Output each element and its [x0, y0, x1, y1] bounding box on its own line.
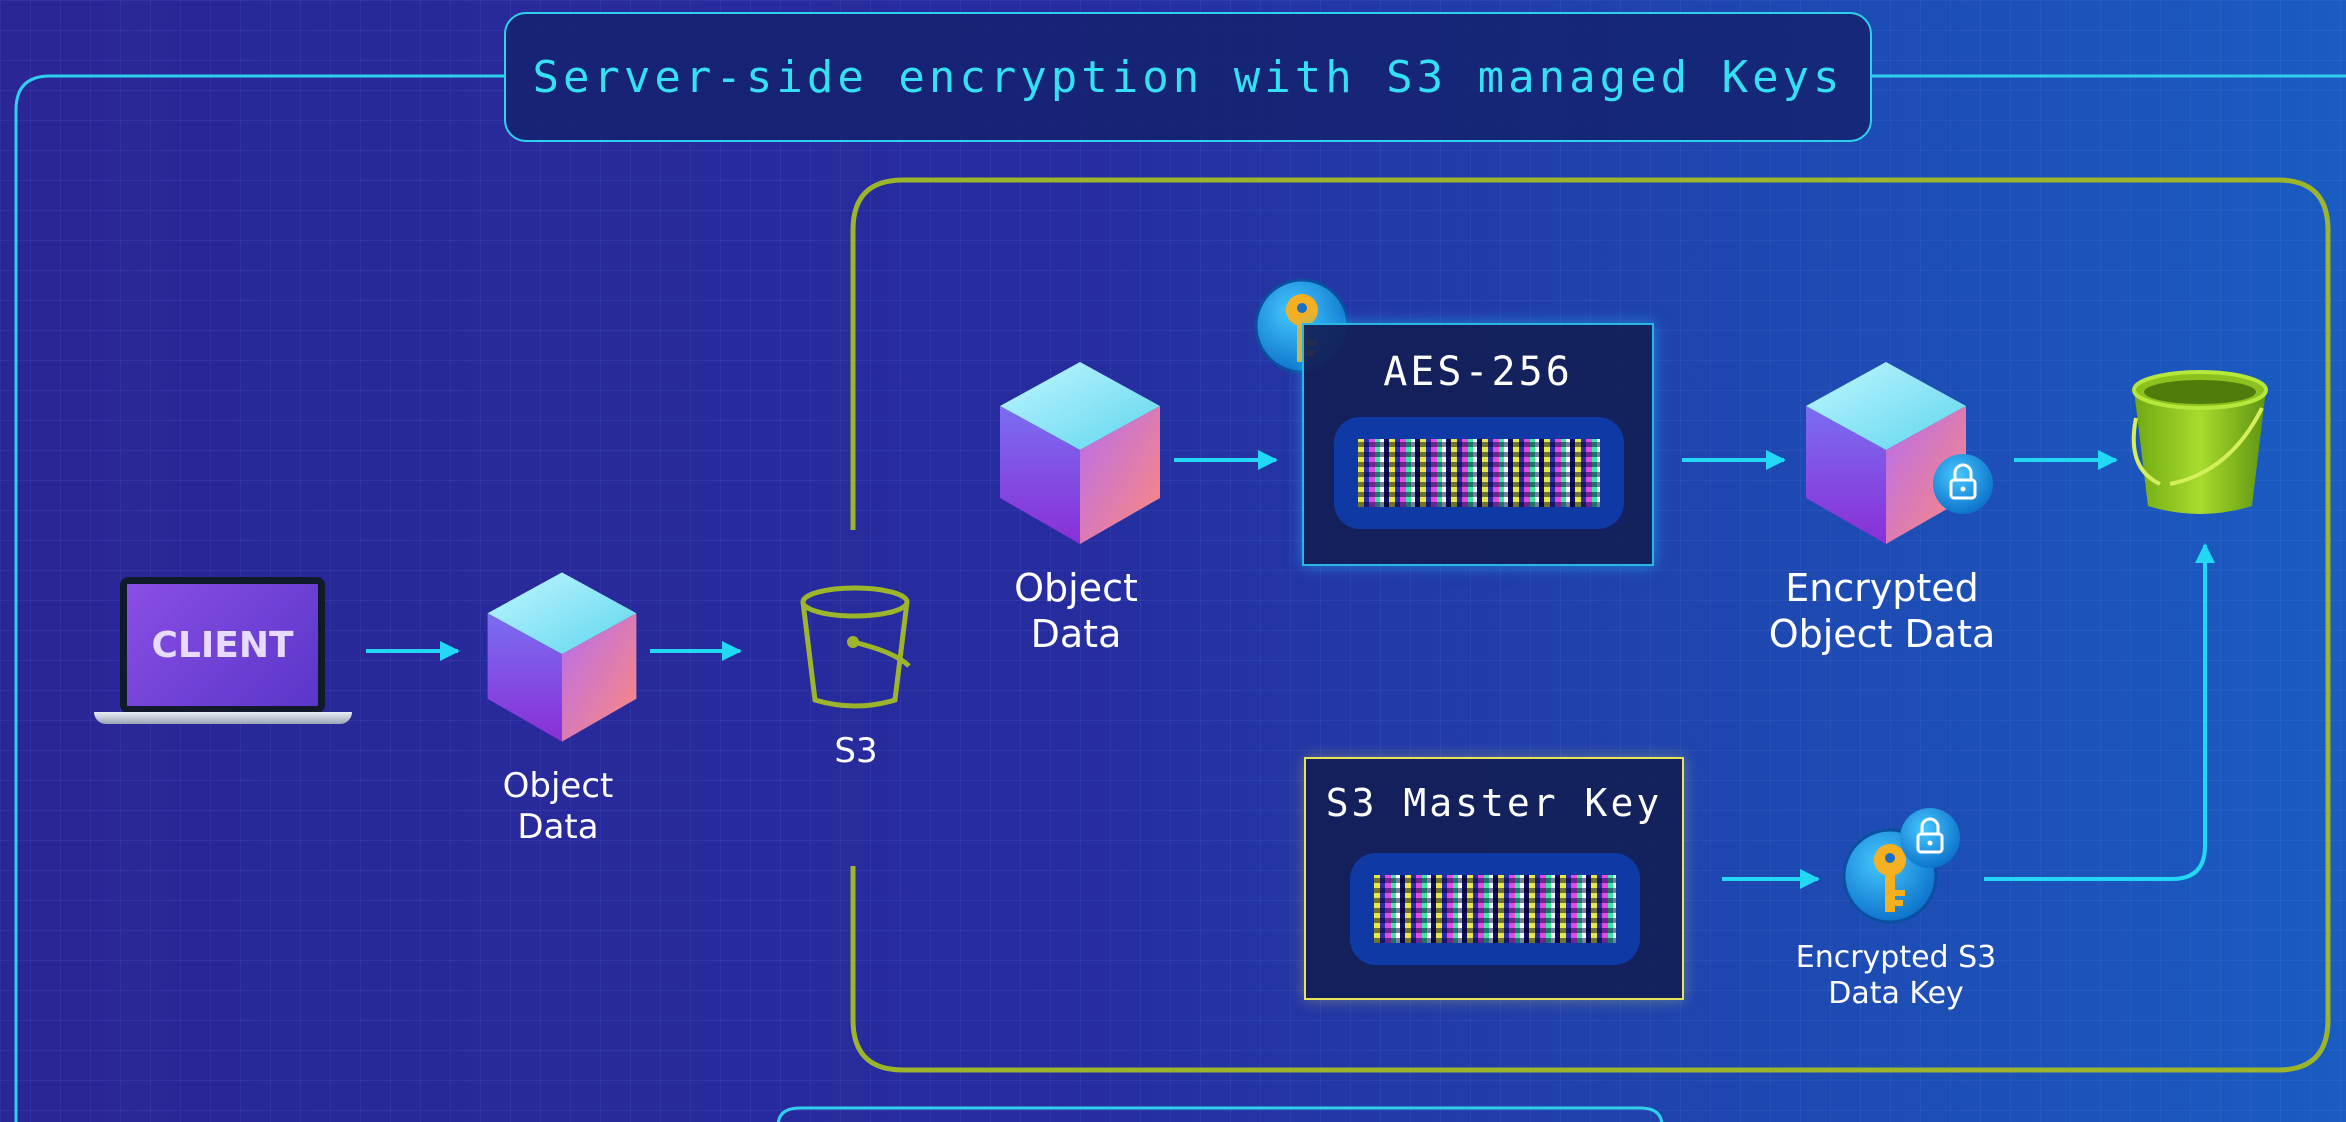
- aes-title: AES-256: [1383, 349, 1573, 395]
- s3-master-key-panel: S3 Master Key: [1304, 757, 1684, 1000]
- bucket-icon: [2131, 370, 2268, 514]
- laptop-icon: CLIENT: [120, 577, 325, 713]
- cube-icon: [1000, 362, 1160, 544]
- next-title-box-edge: [776, 1106, 1664, 1122]
- object-data-label-1: Object Data: [472, 766, 644, 848]
- cipher-block: [1334, 417, 1624, 529]
- encrypted-data-key-label: Encrypted S3 Data Key: [1776, 940, 2016, 1012]
- outer-frame: [14, 74, 504, 1122]
- label-line: Object: [502, 766, 614, 806]
- client-label: CLIENT: [151, 624, 294, 666]
- title-box: Server-side encryption with S3 managed K…: [504, 12, 1872, 142]
- lock-icon: [1933, 454, 1993, 514]
- label-line: Data: [1030, 611, 1122, 656]
- label-line: Object Data: [1768, 611, 1996, 656]
- label-line: Encrypted: [1785, 566, 1979, 610]
- encrypted-object-data-label: Encrypted Object Data: [1742, 566, 2022, 657]
- label-line: Data Key: [1828, 976, 1964, 1011]
- cube-icon: [1806, 362, 1966, 544]
- page-title: Server-side encryption with S3 managed K…: [532, 51, 1844, 103]
- object-data-label-2: Object Data: [984, 566, 1168, 657]
- s3-boundary-frame: [850, 177, 2331, 1073]
- master-key-title: S3 Master Key: [1325, 781, 1663, 825]
- label-line: Encrypted S3: [1795, 940, 1997, 975]
- cipher-block: [1350, 853, 1640, 965]
- aes-256-panel: AES-256: [1302, 323, 1654, 566]
- laptop-base: [94, 712, 352, 724]
- s3-label: S3: [834, 731, 878, 771]
- lock-icon: [1900, 808, 1960, 868]
- label-line: Object: [1014, 566, 1138, 610]
- label-line: Data: [517, 806, 599, 847]
- arrow-datakey-to-bucket: [1984, 543, 2215, 881]
- cipher-noise: [1358, 439, 1600, 507]
- cube-icon: [487, 572, 637, 742]
- bucket-icon: [800, 585, 911, 709]
- cipher-noise: [1374, 875, 1616, 943]
